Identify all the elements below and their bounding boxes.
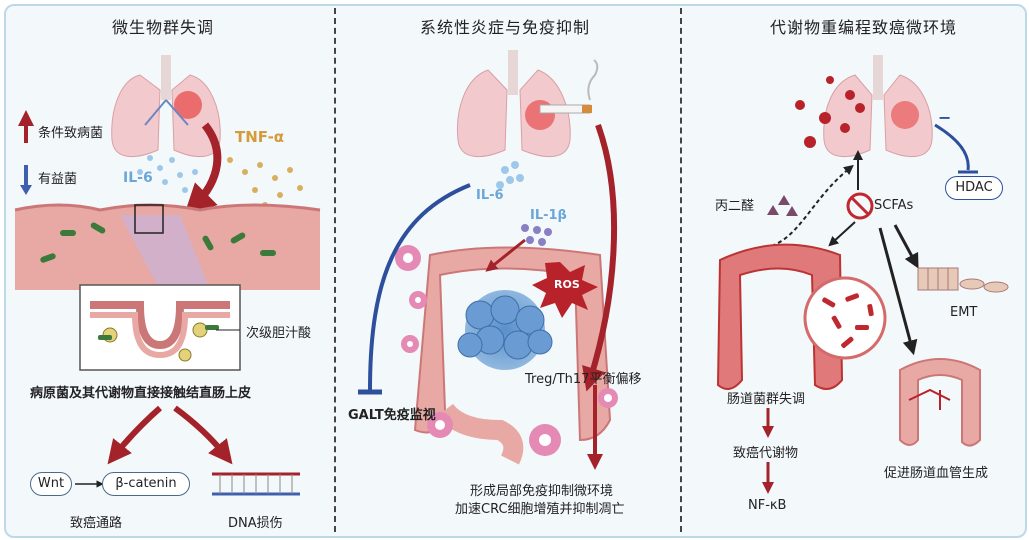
il6-label-left: IL-6 <box>123 170 153 186</box>
middle-result-line2: 加速CRC细胞增殖并抑制凋亡 <box>455 498 625 517</box>
emt-cells <box>918 268 1008 292</box>
mda-label: 丙二醛 <box>715 195 754 214</box>
treg-label: Treg/Th17平衡偏移 <box>525 368 641 387</box>
panel-title-left: 微生物群失调 <box>112 14 214 38</box>
scfas-label: SCFAs <box>874 198 913 213</box>
dysbiosis-label: 肠道菌群失调 <box>727 388 805 407</box>
nfkb-label: NF-κB <box>748 498 786 513</box>
no-symbol-icon <box>848 194 872 218</box>
mda-dashed-arrow <box>765 168 850 248</box>
tnf-label: TNF-α <box>235 128 284 146</box>
lungs-right <box>824 55 932 157</box>
tumor-cluster <box>458 290 552 370</box>
arrow-to-dna <box>175 408 225 455</box>
scfa-to-emt-arrow <box>895 225 915 262</box>
il6-dots-middle <box>496 161 524 189</box>
il1b-dots <box>521 224 552 246</box>
galt-label: GALT免疫监视 <box>348 404 436 423</box>
wnt-node: Wnt <box>30 472 72 496</box>
beta-catenin-node: β-catenin <box>102 472 190 496</box>
panel-title-middle: 系统性炎症与免疫抑制 <box>420 14 590 38</box>
mda-triangles <box>767 195 798 216</box>
carcinogen-label: 致癌代谢物 <box>733 442 798 461</box>
bacteria-magnified <box>805 278 885 358</box>
scfa-to-gut-arrow <box>832 222 855 243</box>
il1b-label: IL-1β <box>530 208 567 223</box>
emt-label: EMT <box>950 305 977 320</box>
middle-result-line1: 形成局部免疫抑制微环境 <box>470 480 613 499</box>
hdac-node: HDAC <box>945 176 1003 200</box>
dna-damage-label: DNA损伤 <box>228 512 283 531</box>
ros-label: ROS <box>554 278 580 291</box>
arrow-to-pathway <box>115 408 160 455</box>
colon-vessel-icon <box>900 359 980 446</box>
pathway-label: 致癌通路 <box>70 512 122 531</box>
panel-title-right: 代谢物重编程致癌微环境 <box>770 14 957 38</box>
inset-crypt <box>80 285 240 370</box>
lungs-left <box>112 55 220 157</box>
inhibit-minus: − <box>938 108 951 127</box>
il6-label-middle: IL-6 <box>476 188 504 203</box>
bile-acid-label: 次级胆汁酸 <box>246 322 311 341</box>
galt-inhibit-line <box>370 185 470 390</box>
dna-icon <box>212 474 300 494</box>
legend-opportunistic: 条件致病菌 <box>38 122 103 141</box>
intestinal-tissue <box>15 205 320 290</box>
angiogenesis-label: 促进肠道血管生成 <box>884 462 988 481</box>
lungs-middle <box>457 50 570 157</box>
hdac-inhibit-line <box>935 125 968 170</box>
legend-beneficial: 有益菌 <box>38 168 77 187</box>
left-caption: 病原菌及其代谢物直接接触结直肠上皮 <box>30 382 251 401</box>
